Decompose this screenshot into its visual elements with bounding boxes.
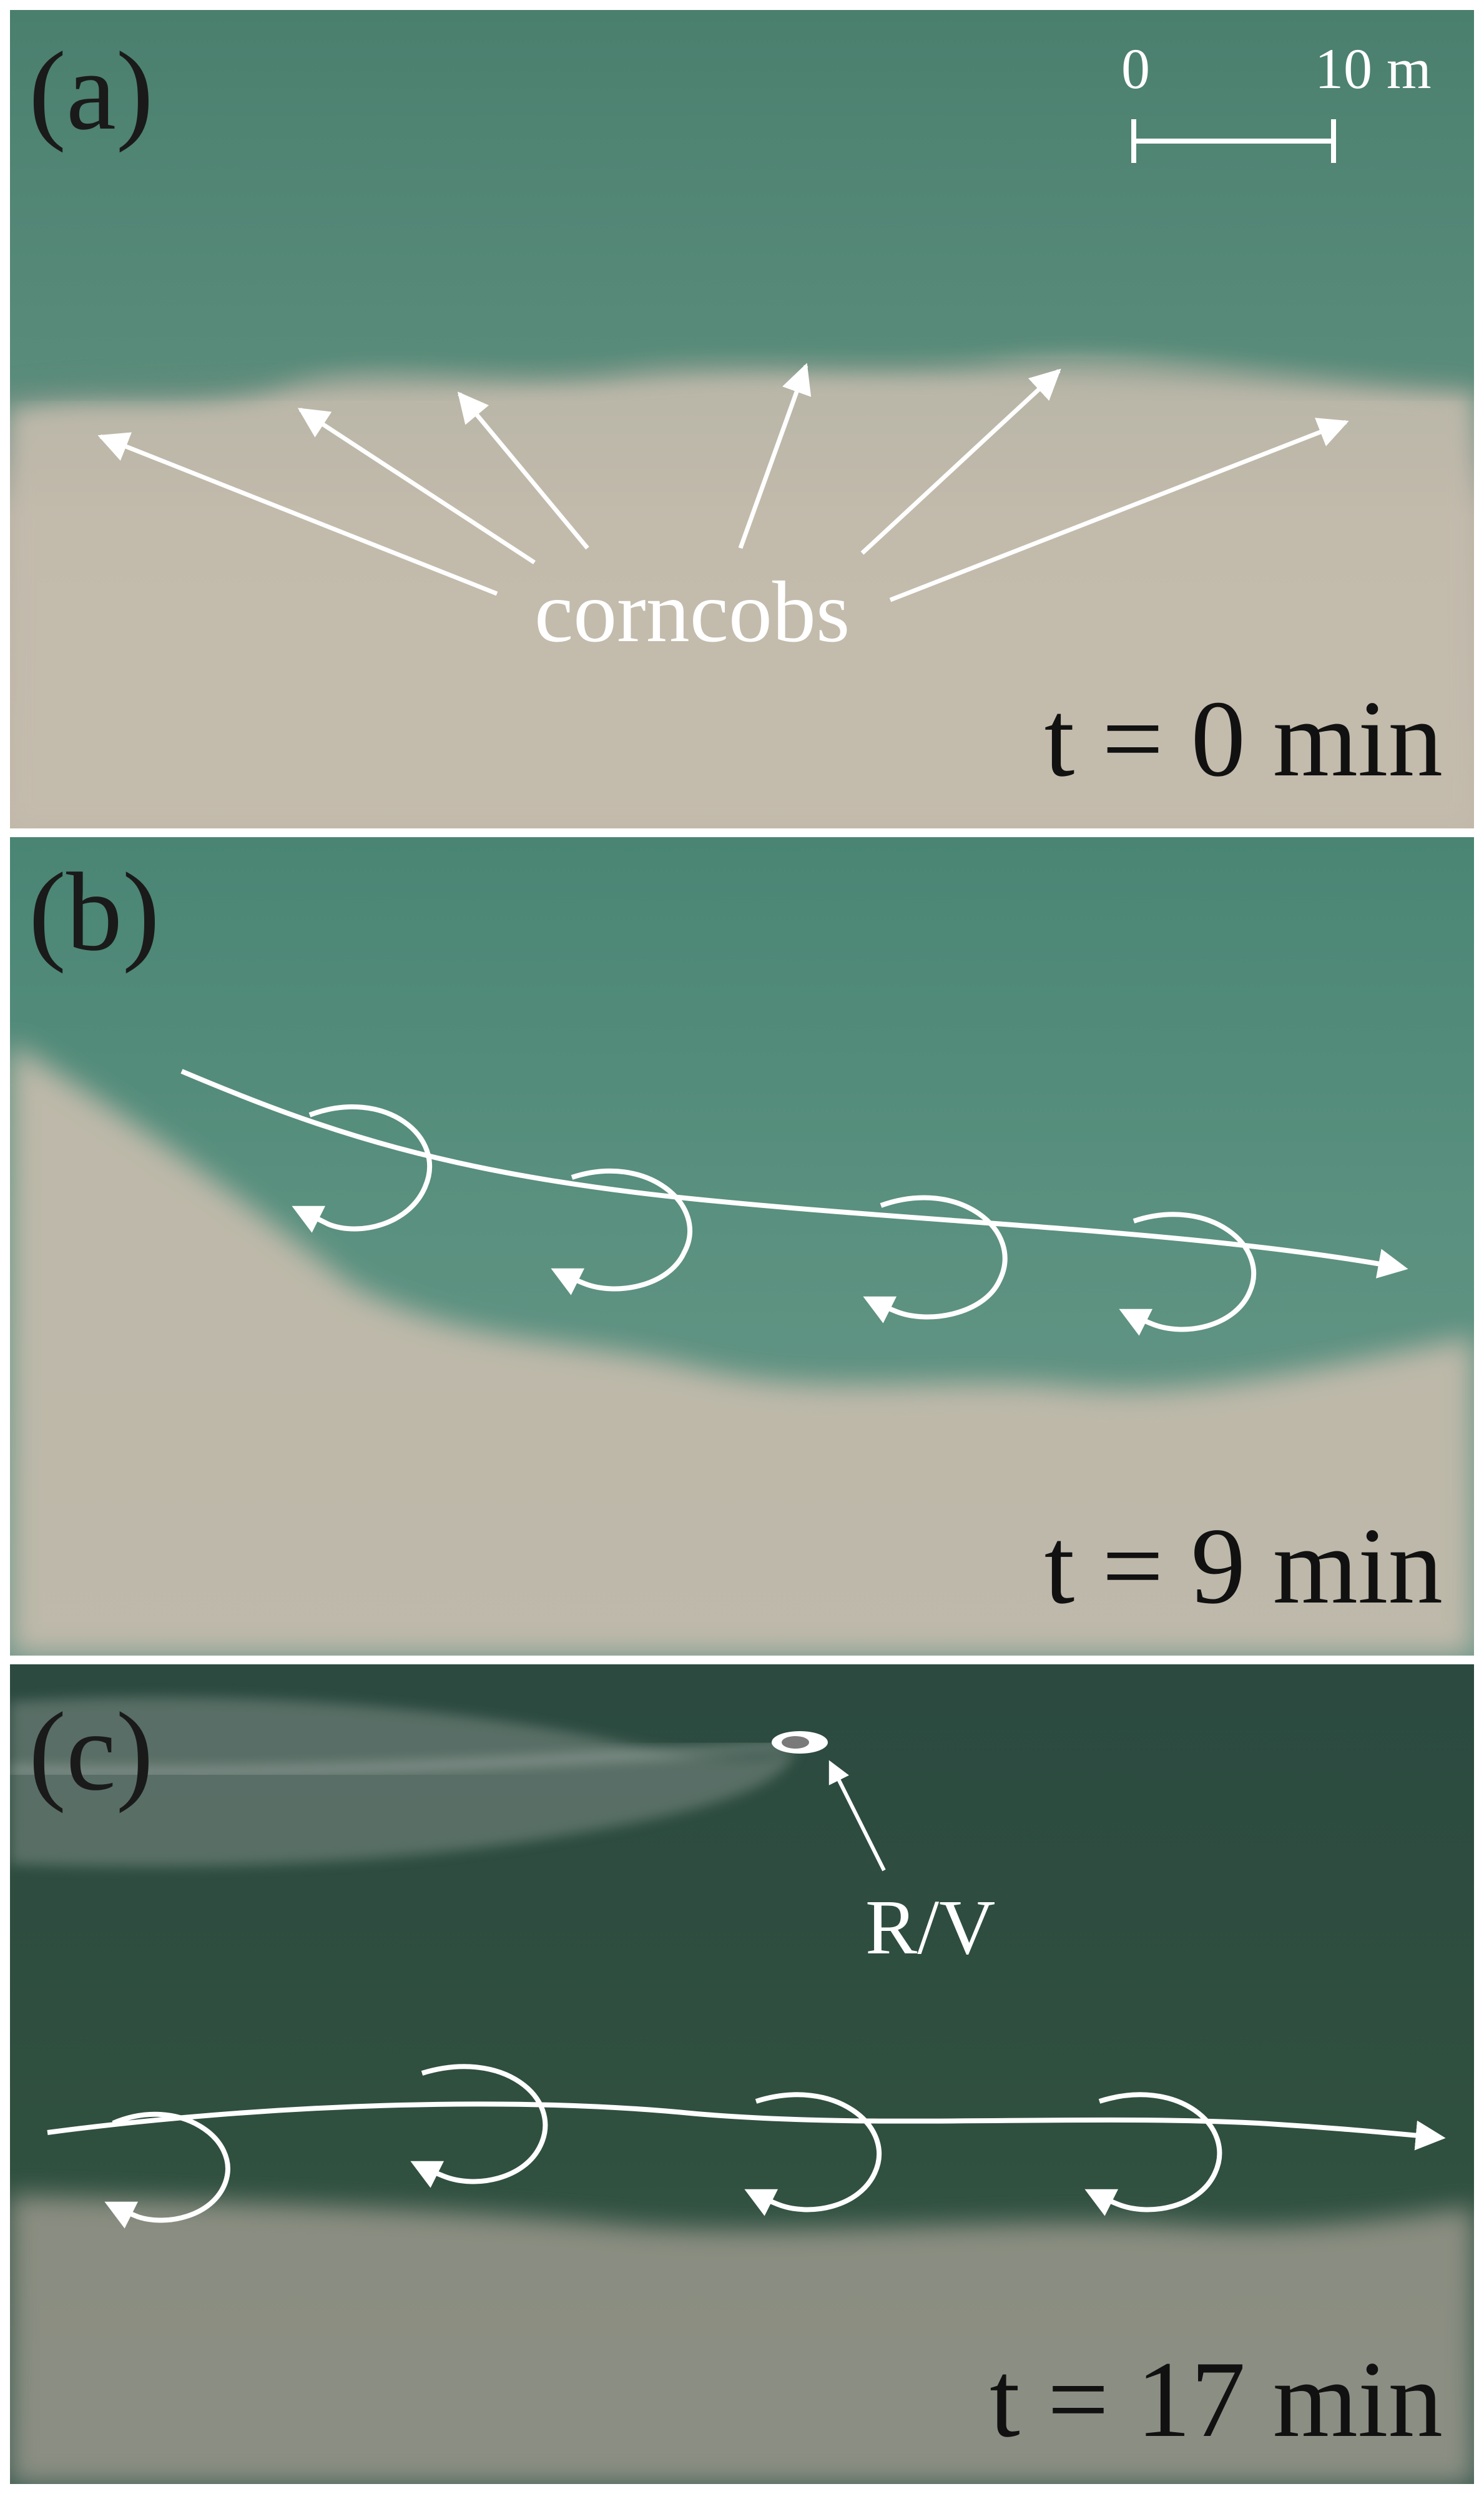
arrow-icon (738, 363, 812, 549)
boat-icon (772, 1731, 828, 1754)
arrow-icon (297, 408, 536, 564)
vortex-icon (551, 1168, 692, 1295)
panel-c: (c) t = 17 min R/V (10, 1664, 1474, 2484)
scale-bar-icon (1131, 119, 1336, 163)
arrow-icon (860, 368, 1061, 555)
panel-label-b: (b) (29, 850, 160, 974)
panel-label-a: (a) (29, 29, 154, 153)
vortex-diagram-c (47, 1760, 1446, 2229)
vortex-icon (104, 2111, 230, 2229)
time-label-b: t = 9 min (1044, 1505, 1443, 1626)
corncobs-label: corncobs (534, 564, 850, 660)
arrow-icon (97, 432, 498, 596)
time-label-c: t = 17 min (990, 2339, 1443, 2460)
vortex-icon (292, 1104, 432, 1233)
scale-bar-end-label: 10 m (1315, 37, 1432, 101)
corncobs-arrows (97, 119, 1349, 602)
vortex-icon (1084, 2092, 1222, 2216)
arrow-icon (457, 391, 589, 550)
arrow-icon (828, 1760, 886, 1872)
panel-b: (b) t = 9 min (10, 837, 1474, 1656)
arrow-icon (889, 418, 1349, 602)
aerial-photo-c (10, 1664, 1474, 2484)
aerial-photo-b (10, 837, 1474, 1656)
flow-arrow-icon (47, 2101, 1446, 2151)
panel-label-c: (c) (29, 1689, 154, 1814)
rv-label: R/V (865, 1885, 996, 1971)
vortex-icon (863, 1195, 1008, 1323)
vortex-icon (744, 2092, 882, 2216)
panel-a: (a) t = 0 min 0 10 m corncobs (10, 10, 1474, 828)
scale-bar-start-label: 0 (1121, 37, 1150, 101)
vortex-diagram-b (180, 1069, 1408, 1336)
time-label-a: t = 0 min (1044, 678, 1443, 799)
vortex-icon (1119, 1212, 1256, 1336)
vortex-icon (410, 2064, 548, 2188)
aerial-photo-a (10, 10, 1474, 828)
flow-arrow-icon (180, 1069, 1408, 1279)
